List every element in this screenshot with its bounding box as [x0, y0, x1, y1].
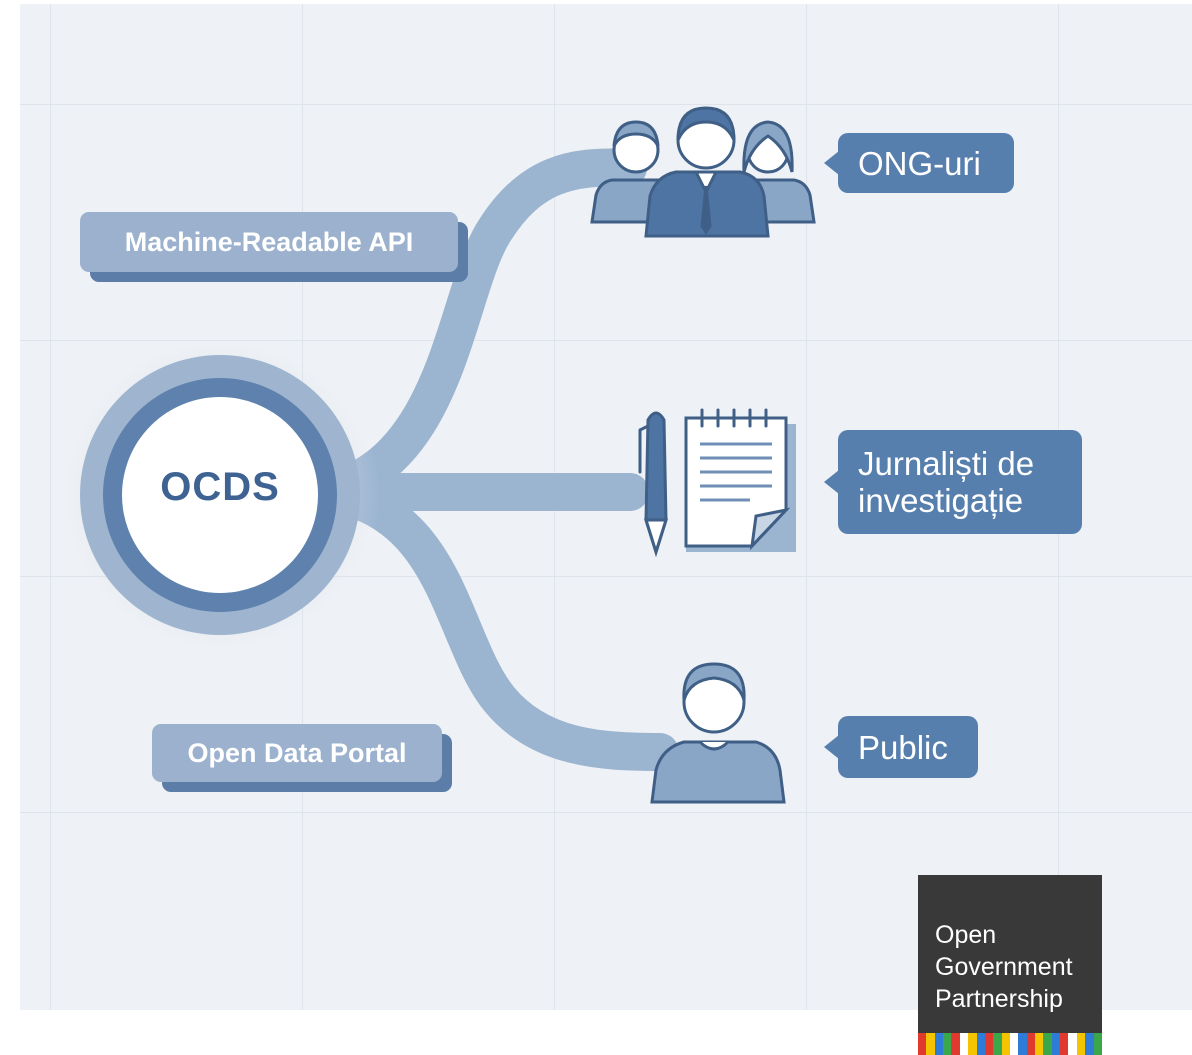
audience-label-ngos: ONG-uri — [858, 144, 981, 182]
logo-stripe — [959, 1033, 969, 1055]
logo-stripe — [1043, 1033, 1052, 1055]
logo-stripe — [984, 1033, 994, 1055]
logo-stripe — [1001, 1033, 1010, 1055]
logo-stripe — [1026, 1033, 1036, 1055]
open-data-portal-label: Open Data Portal — [152, 724, 442, 782]
open-government-partnership-logo: Open Government Partnership — [918, 875, 1102, 1055]
machine-readable-api-text: Machine-Readable API — [124, 226, 414, 257]
center-node — [60, 335, 380, 655]
logo-text: Open Government Partnership — [935, 921, 1073, 1013]
logo-stripe — [993, 1033, 1002, 1055]
logo-stripe — [1085, 1033, 1094, 1055]
logo-stripe — [1068, 1033, 1077, 1055]
audience-label-journalists: Jurnaliști de investigație — [858, 445, 1035, 519]
audience-bubble-journalists: Jurnaliști de investigație — [824, 430, 1082, 534]
logo-stripe — [926, 1033, 935, 1055]
logo-stripe — [918, 1033, 927, 1055]
flow-branch-top — [301, 148, 647, 511]
logo-stripe — [1060, 1033, 1069, 1055]
logo-stripe — [976, 1033, 985, 1055]
person-icon — [650, 662, 786, 804]
logo-stripe — [1018, 1033, 1027, 1055]
logo-stripe — [943, 1033, 952, 1055]
flow-branch-bottom — [301, 473, 679, 771]
logo-stripe — [1051, 1033, 1061, 1055]
open-data-portal-text: Open Data Portal — [187, 737, 407, 768]
logo-stripe — [1076, 1033, 1086, 1055]
group-of-people-icon — [590, 106, 816, 238]
audience-label-public: Public — [858, 728, 948, 766]
audience-bubble-ngos: ONG-uri — [824, 133, 1014, 193]
machine-readable-api-label: Machine-Readable API — [80, 212, 458, 272]
logo-stripe — [951, 1033, 960, 1055]
logo-stripe — [934, 1033, 944, 1055]
pen-and-notepad-icon — [638, 408, 796, 558]
logo-stripe — [1093, 1033, 1102, 1055]
audience-bubble-public: Public — [824, 716, 978, 778]
logo-stripe — [1035, 1033, 1044, 1055]
logo-color-stripes — [918, 1033, 1102, 1055]
logo-stripe — [1009, 1033, 1019, 1055]
logo-stripe — [968, 1033, 977, 1055]
center-node-label: OCDS — [160, 465, 280, 509]
